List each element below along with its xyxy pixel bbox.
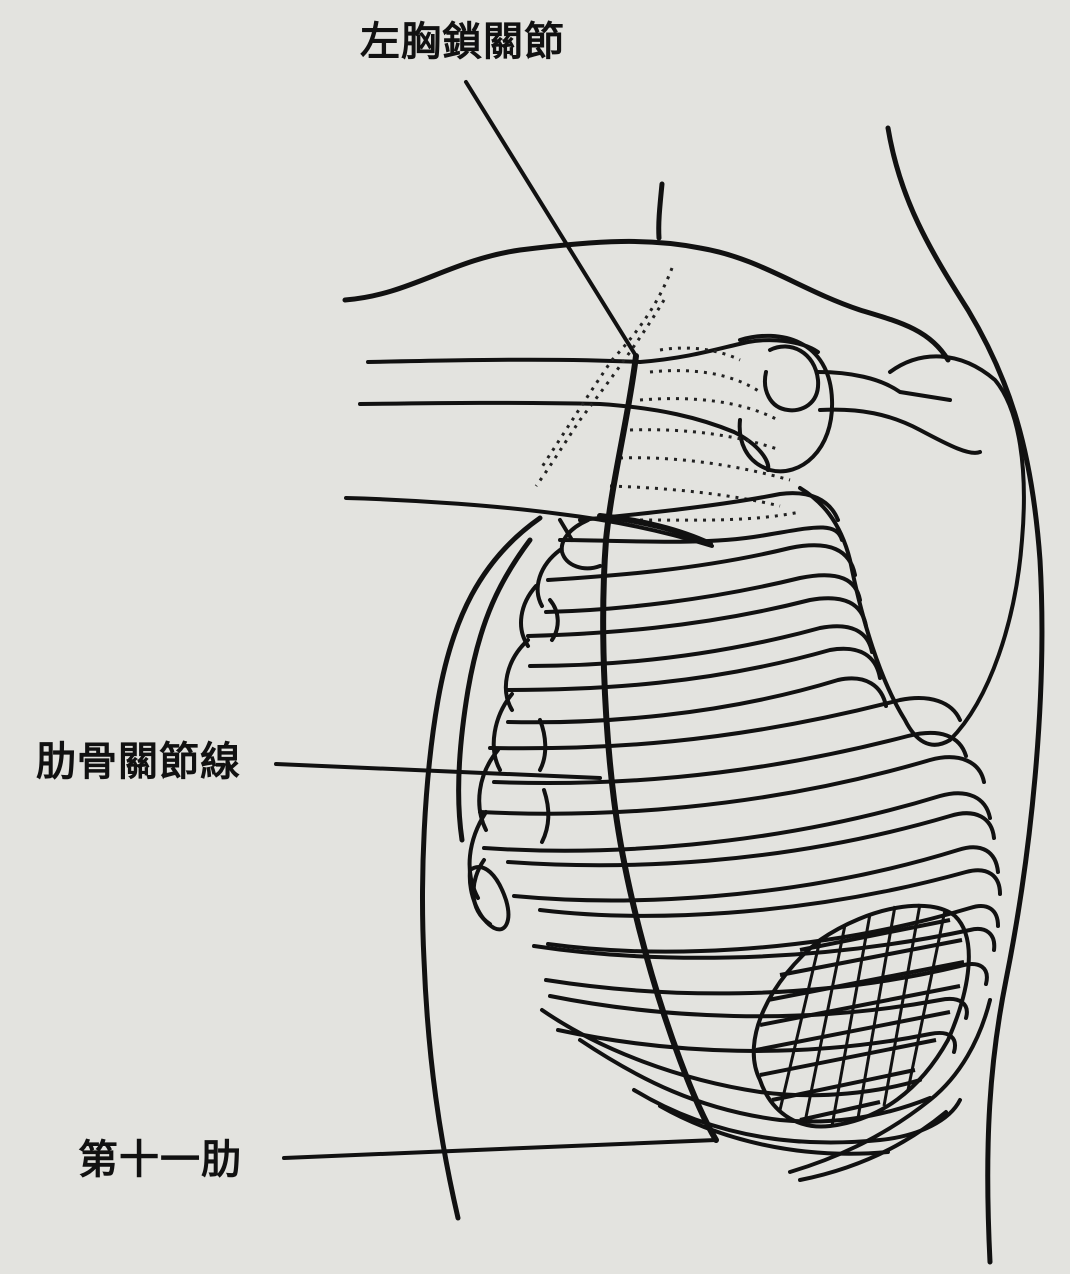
leader-costochondral bbox=[276, 764, 600, 778]
label-sternoclavicular-joint: 左胸鎖關節 bbox=[360, 22, 565, 62]
label-costochondral-line: 肋骨關節線 bbox=[36, 742, 241, 782]
leader-tenth-rib bbox=[284, 1140, 716, 1158]
dotted-pleura-lines bbox=[536, 268, 800, 520]
leader-sc-joint bbox=[466, 82, 636, 356]
costochondral-curve bbox=[600, 356, 716, 1140]
label-tenth-rib: 第十一肋 bbox=[78, 1140, 242, 1180]
